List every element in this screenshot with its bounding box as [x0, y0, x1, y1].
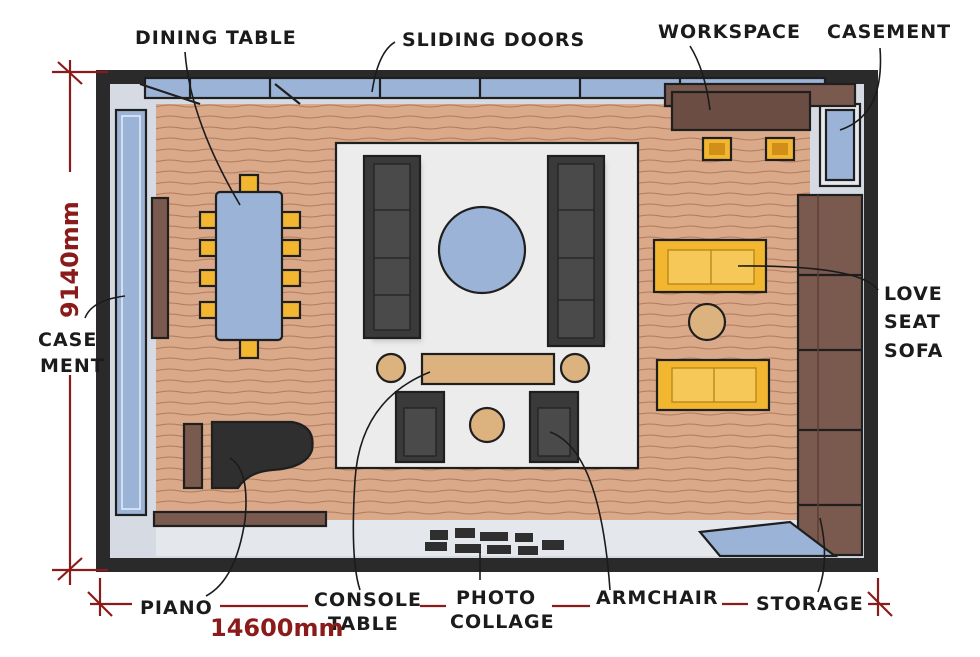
side-stool	[559, 352, 591, 384]
label-console-2: TABLE	[328, 613, 399, 635]
dining-table	[198, 173, 302, 360]
label-casement-left-2: MENT	[40, 355, 105, 377]
label-armchair: ARMCHAIR	[596, 587, 719, 609]
label-casement-top: CASEMENT	[827, 21, 951, 43]
label-casement-left-1: CASE	[38, 329, 97, 351]
dimension-height-label: 9140mm	[56, 201, 84, 318]
photo-collage	[425, 528, 564, 555]
label-love-seat-3: SOFA	[884, 340, 943, 362]
armchair-side-table	[468, 406, 506, 444]
dining-sideboard	[150, 196, 170, 340]
label-love-seat-1: LOVE	[884, 283, 943, 305]
label-piano: PIANO	[140, 597, 213, 619]
storage-cabinets	[796, 193, 864, 557]
leader-casement-left	[84, 295, 126, 319]
leader-armchair	[549, 431, 611, 591]
label-workspace: WORKSPACE	[658, 21, 801, 43]
sofa-yellow	[655, 358, 771, 412]
leader-dining-table	[184, 51, 241, 206]
leader-console	[352, 371, 431, 591]
leader-sliding-doors	[371, 41, 396, 93]
dimension-height	[52, 60, 108, 585]
label-dining-table: DINING TABLE	[135, 27, 297, 49]
leader-casement-top	[839, 47, 882, 131]
armchair-right	[528, 390, 580, 464]
console-table	[420, 352, 556, 386]
leader-love-seat	[737, 265, 879, 291]
leader-piano	[205, 457, 247, 597]
round-coffee-table	[437, 205, 527, 295]
leader-workspace	[689, 45, 711, 111]
casement-window-right	[818, 102, 862, 188]
label-storage: STORAGE	[756, 593, 864, 615]
glass-panel-bottom-right	[697, 520, 839, 558]
label-console-1: CONSOLE	[314, 589, 422, 611]
sliding-doors	[139, 76, 827, 106]
label-photo-2: COLLAGE	[450, 611, 555, 633]
workspace-desk	[663, 82, 857, 162]
round-side-table	[687, 302, 727, 342]
leader-storage	[817, 517, 826, 593]
sofa-left	[362, 154, 422, 342]
armchair-left	[394, 390, 446, 464]
label-sliding-doors: SLIDING DOORS	[402, 29, 585, 51]
side-stool	[375, 352, 407, 384]
dimension-width	[87, 578, 893, 617]
label-love-seat-2: SEAT	[884, 311, 941, 333]
piano	[182, 420, 314, 490]
label-photo-1: PHOTO	[456, 587, 536, 609]
casement-window-left	[114, 108, 148, 517]
dimension-width-label: 14600mm	[210, 614, 344, 642]
bench-bottom-left	[152, 510, 328, 528]
sofa-right	[546, 154, 606, 348]
